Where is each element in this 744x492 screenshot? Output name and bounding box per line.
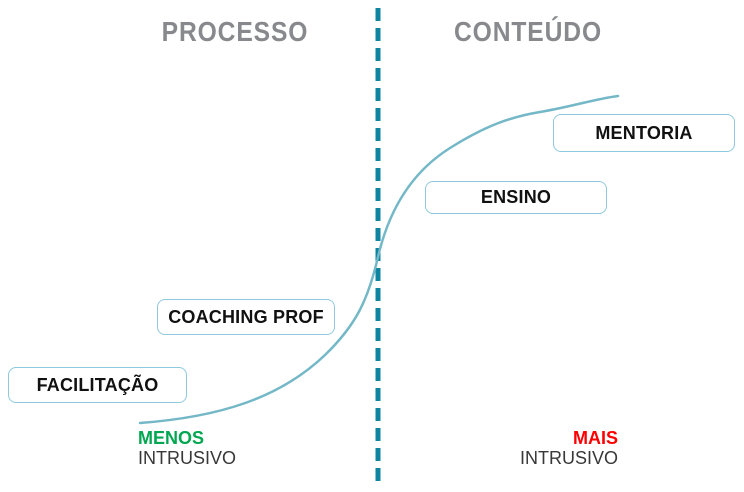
menos-emphasis: MENOS bbox=[138, 428, 205, 448]
box-ensino: ENSINO bbox=[425, 181, 607, 214]
mais-intrusivo-text: INTRUSIVO bbox=[519, 448, 618, 468]
box-ensino-label: ENSINO bbox=[480, 187, 552, 207]
box-mentoria-label: MENTORIA bbox=[595, 122, 693, 143]
box-mentoria: MENTORIA bbox=[553, 114, 735, 152]
axis-label-menos-intrusivo: MENOS INTRUSIVO bbox=[138, 428, 236, 468]
box-coaching-prof: COACHING PROF bbox=[157, 299, 335, 335]
box-coaching-prof-label: COACHING PROF bbox=[168, 306, 324, 327]
axis-label-mais-intrusivo: MAIS INTRUSIVO bbox=[398, 428, 618, 468]
s-curve bbox=[138, 94, 620, 425]
menos-intrusivo-text: INTRUSIVO bbox=[138, 448, 237, 468]
box-facilitacao: FACILITAÇÃO bbox=[8, 367, 187, 403]
box-facilitacao-label: FACILITAÇÃO bbox=[36, 374, 159, 395]
header-processo: PROCESSO bbox=[161, 16, 309, 47]
header-conteudo: CONTEÚDO bbox=[453, 16, 603, 47]
mais-emphasis: MAIS bbox=[573, 428, 618, 448]
